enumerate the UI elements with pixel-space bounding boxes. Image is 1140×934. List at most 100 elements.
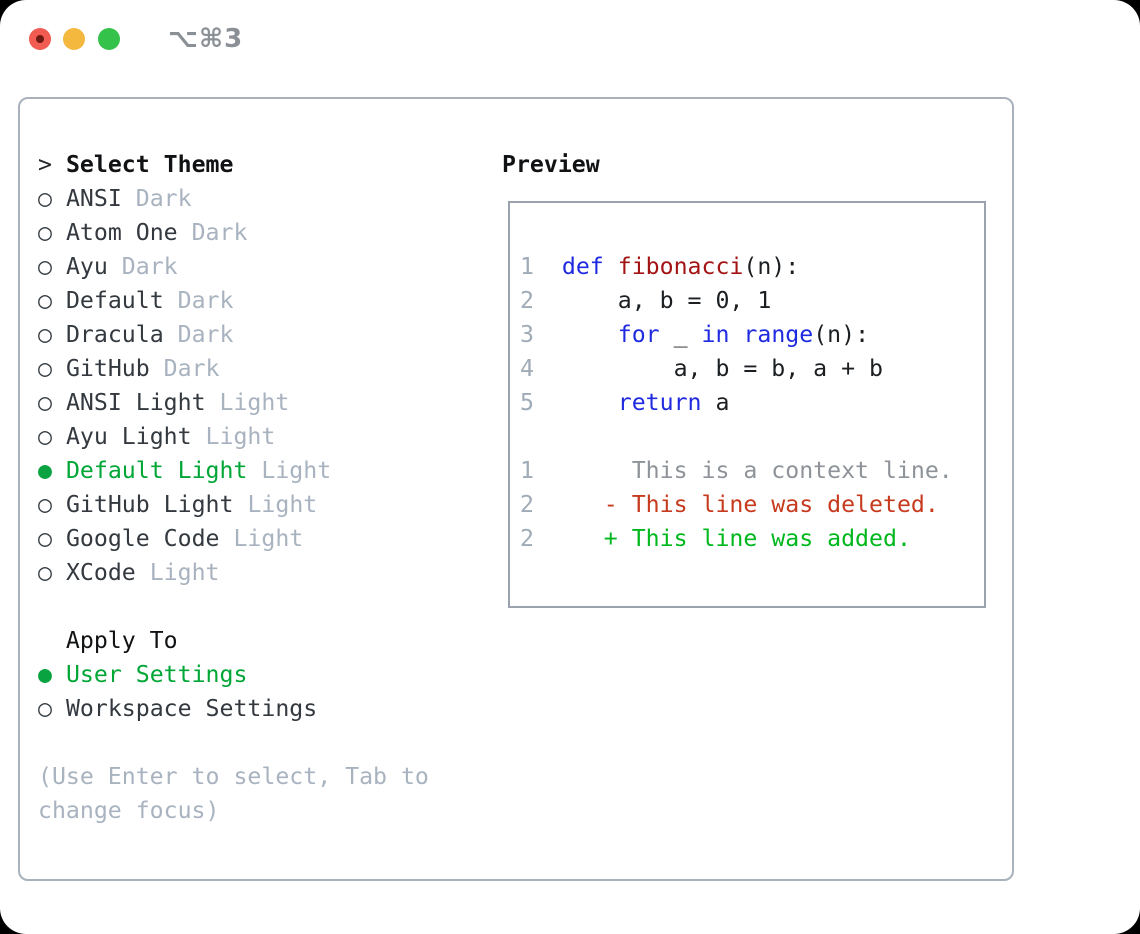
code-token bbox=[534, 525, 604, 552]
spacer bbox=[192, 423, 206, 450]
radio-icon: ○ bbox=[38, 559, 52, 586]
code-token: return bbox=[617, 389, 702, 416]
theme-name: Atom One bbox=[65, 219, 178, 246]
theme-variant-tag: Dark bbox=[135, 185, 192, 212]
theme-option[interactable]: ○ Atom One Dark bbox=[38, 216, 429, 250]
code-token: This is a context line. bbox=[533, 457, 953, 484]
theme-option[interactable]: ○ Ayu Dark bbox=[38, 250, 429, 284]
code-line: 2 a, b = 0, 1 bbox=[520, 284, 953, 318]
code-token: 3 bbox=[520, 321, 534, 348]
spacer bbox=[206, 389, 220, 416]
theme-option[interactable]: ○ GitHub Dark bbox=[38, 352, 429, 386]
spacer bbox=[220, 525, 234, 552]
spacer bbox=[52, 457, 66, 484]
code-token: a, b = 0, 1 bbox=[533, 287, 772, 314]
theme-option[interactable]: ○ Default Dark bbox=[38, 284, 429, 318]
spacer bbox=[52, 287, 66, 314]
theme-option[interactable]: ○ ANSI Light Light bbox=[38, 386, 429, 420]
window-title: ⌥⌘3 bbox=[168, 24, 244, 54]
help-line: change focus) bbox=[38, 797, 220, 824]
spacer bbox=[52, 661, 66, 688]
spacer bbox=[136, 559, 150, 586]
radio-icon: ○ bbox=[38, 219, 52, 246]
code-token: 2 bbox=[520, 491, 534, 518]
code-line bbox=[520, 420, 953, 454]
radio-icon: ○ bbox=[38, 287, 52, 314]
theme-variant-tag: Dark bbox=[121, 253, 178, 280]
theme-option[interactable]: ○ Ayu Light Light bbox=[38, 420, 429, 454]
theme-option[interactable]: ● Default Light Light bbox=[38, 454, 429, 488]
theme-option[interactable]: ○ GitHub Light Light bbox=[38, 488, 429, 522]
apply-to-option[interactable]: ● User Settings bbox=[38, 658, 429, 692]
code-token bbox=[604, 253, 618, 280]
spacer bbox=[52, 491, 66, 518]
spacer bbox=[52, 185, 66, 212]
apply-to-label: Apply To bbox=[65, 627, 178, 654]
theme-name: Ayu bbox=[65, 253, 108, 280]
spacer bbox=[150, 355, 164, 382]
theme-name: ANSI Light bbox=[65, 389, 206, 416]
theme-option[interactable]: ○ Google Code Light bbox=[38, 522, 429, 556]
apply-to-name: Workspace Settings bbox=[65, 695, 318, 722]
theme-name: ANSI bbox=[65, 185, 122, 212]
radio-icon: ○ bbox=[38, 491, 52, 518]
code-token bbox=[534, 491, 604, 518]
spacer bbox=[52, 525, 66, 552]
spacer bbox=[178, 219, 192, 246]
code-token: a, b = b, a + b bbox=[533, 355, 883, 382]
code-token: 1 bbox=[520, 457, 534, 484]
spacer-row bbox=[38, 726, 429, 760]
spacer bbox=[164, 287, 178, 314]
code-line: 1 This is a context line. bbox=[520, 454, 953, 488]
apply-to-header: Apply To bbox=[38, 624, 429, 658]
code-token: range bbox=[743, 321, 814, 348]
selected-radio-icon: ● bbox=[38, 457, 52, 484]
code-token: for bbox=[617, 321, 660, 348]
spacer bbox=[122, 185, 136, 212]
spacer bbox=[38, 627, 66, 654]
help-line: (Use Enter to select, Tab to bbox=[38, 763, 429, 790]
theme-variant-tag: Dark bbox=[191, 219, 248, 246]
select-theme-label: Select Theme bbox=[65, 151, 234, 178]
theme-variant-tag: Light bbox=[149, 559, 220, 586]
spacer bbox=[52, 389, 66, 416]
zoom-button-icon[interactable] bbox=[98, 28, 120, 50]
radio-icon: ○ bbox=[38, 253, 52, 280]
theme-variant-tag: Dark bbox=[177, 321, 234, 348]
code-token bbox=[729, 321, 743, 348]
close-button-icon[interactable] bbox=[29, 28, 51, 50]
code-token bbox=[534, 321, 618, 348]
focus-caret-icon: > bbox=[38, 151, 52, 178]
code-token: (n): bbox=[813, 321, 870, 348]
theme-variant-tag: Light bbox=[219, 389, 290, 416]
code-token: in bbox=[701, 321, 730, 348]
spacer bbox=[233, 491, 247, 518]
theme-option[interactable]: ○ Dracula Dark bbox=[38, 318, 429, 352]
theme-variant-tag: Dark bbox=[163, 355, 220, 382]
theme-variant-tag: Dark bbox=[177, 287, 234, 314]
spacer-row bbox=[38, 590, 429, 624]
radio-icon: ○ bbox=[38, 355, 52, 382]
code-token: - This line was deleted. bbox=[603, 491, 939, 518]
code-token: 4 bbox=[520, 355, 534, 382]
theme-option[interactable]: ○ XCode Light bbox=[38, 556, 429, 590]
spacer bbox=[52, 559, 66, 586]
select-theme-header: > Select Theme bbox=[38, 148, 429, 182]
radio-icon: ○ bbox=[38, 389, 52, 416]
theme-variant-tag: Light bbox=[247, 491, 318, 518]
spacer bbox=[52, 423, 66, 450]
theme-name: GitHub Light bbox=[65, 491, 234, 518]
code-line: 1 def fibonacci(n): bbox=[520, 250, 953, 284]
spacer bbox=[52, 695, 66, 722]
code-token bbox=[534, 389, 618, 416]
theme-name: Default Light bbox=[65, 457, 248, 484]
theme-option[interactable]: ○ ANSI Dark bbox=[38, 182, 429, 216]
theme-variant-tag: Light bbox=[233, 525, 304, 552]
minimize-button-icon[interactable] bbox=[63, 28, 85, 50]
spacer bbox=[52, 219, 66, 246]
apply-to-option[interactable]: ○ Workspace Settings bbox=[38, 692, 429, 726]
radio-icon: ○ bbox=[38, 185, 52, 212]
